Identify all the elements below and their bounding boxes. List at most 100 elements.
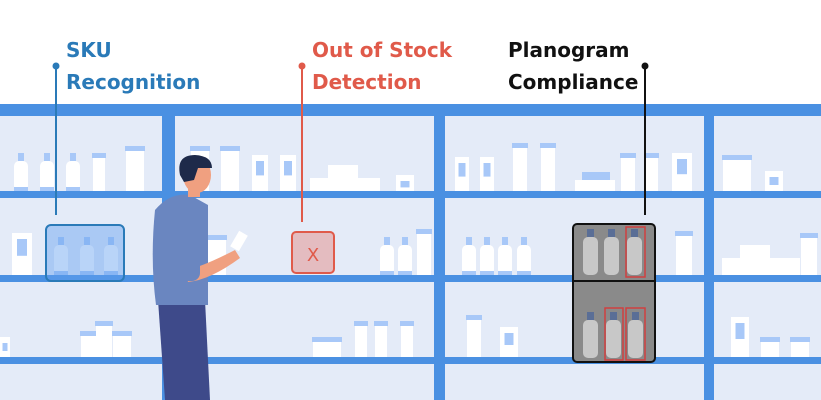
product (380, 271, 394, 275)
product (582, 172, 610, 180)
product (517, 245, 531, 275)
product (417, 234, 431, 275)
product (108, 237, 114, 245)
product (221, 151, 239, 191)
product (575, 180, 615, 191)
product (770, 258, 800, 275)
product (354, 321, 368, 326)
product (502, 237, 508, 245)
product (18, 153, 24, 161)
oos-detection-box (291, 231, 335, 274)
product (190, 146, 210, 151)
product (312, 337, 342, 342)
product (604, 237, 619, 275)
product (374, 321, 388, 326)
person-hair (179, 155, 212, 182)
sku-recognition-label: SKU Recognition (66, 34, 200, 98)
product (401, 326, 413, 357)
product (384, 237, 390, 245)
product (104, 271, 118, 275)
product (400, 181, 410, 188)
product (54, 245, 68, 275)
planogram-label-line2: Compliance (508, 70, 639, 94)
planogram-misplaced-2 (604, 307, 624, 361)
product (800, 233, 818, 238)
product (66, 187, 80, 191)
product (458, 163, 466, 177)
product (677, 159, 687, 175)
product (480, 271, 494, 275)
planogram-misplaced-3 (625, 307, 646, 361)
product (256, 161, 264, 176)
product (587, 229, 594, 237)
sku-label-line1: SKU (66, 38, 112, 62)
product (675, 231, 693, 236)
product (66, 161, 80, 191)
product (621, 158, 635, 191)
product (504, 333, 514, 345)
product (350, 178, 380, 191)
product (95, 321, 113, 326)
product (93, 158, 105, 191)
oos-label-line2: Detection (312, 70, 422, 94)
product (628, 320, 643, 358)
product (512, 143, 528, 148)
product (380, 245, 394, 275)
product (14, 161, 28, 191)
oos-dot (298, 62, 306, 70)
product (104, 245, 118, 275)
product (645, 153, 659, 158)
product (467, 320, 481, 357)
product (17, 239, 27, 256)
product (84, 237, 90, 245)
product (81, 336, 97, 357)
person-pants (158, 300, 210, 400)
product (791, 342, 809, 357)
product (631, 229, 638, 237)
product (540, 143, 556, 148)
product (466, 237, 472, 245)
product (54, 271, 68, 275)
sku-dot (52, 62, 60, 70)
product (761, 342, 779, 357)
product (606, 320, 621, 358)
product (355, 326, 367, 357)
product (513, 148, 527, 191)
product (610, 312, 617, 320)
product (517, 271, 531, 275)
product (220, 146, 240, 151)
product (14, 187, 28, 191)
product (462, 271, 476, 275)
product (398, 271, 412, 275)
planogram-misplaced-1 (625, 226, 646, 278)
product (96, 326, 112, 357)
product (205, 235, 227, 240)
product (620, 153, 636, 158)
product (40, 187, 54, 191)
product (112, 331, 132, 336)
product (375, 326, 387, 357)
product (801, 238, 817, 275)
sku-detection-box (45, 224, 125, 282)
sku-label-line2: Recognition (66, 70, 201, 94)
oos-label-line1: Out of Stock (312, 38, 453, 62)
products (0, 143, 818, 357)
product (80, 331, 98, 336)
product (740, 245, 770, 275)
product (722, 155, 752, 160)
product (44, 153, 50, 161)
phone-list (230, 230, 248, 252)
product (583, 237, 598, 275)
product (40, 161, 54, 191)
product (416, 229, 432, 234)
product (760, 337, 780, 342)
product (632, 312, 639, 320)
planogram-dot (641, 62, 649, 70)
product (462, 245, 476, 275)
product (402, 237, 408, 245)
shelving-frame (0, 104, 821, 400)
product (498, 245, 512, 275)
person-shirt (152, 194, 208, 305)
